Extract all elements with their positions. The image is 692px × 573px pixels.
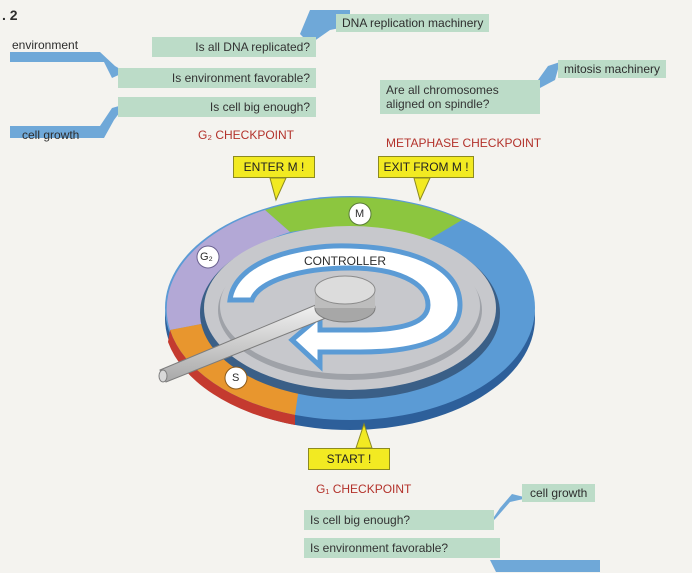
phase-g2-label: G₂ [200, 251, 213, 263]
phase-g2-marker [196, 245, 220, 269]
dna-machinery-label: DNA replication machinery [336, 14, 490, 32]
question-cell-big-enough-bottom: Is cell big enough? [304, 510, 494, 530]
start-box: START ! [308, 448, 390, 470]
phase-s-marker [224, 366, 248, 390]
question-dna-replicated: Is all DNA replicated? [152, 37, 316, 57]
phase-m-label: M [355, 208, 365, 220]
question-cell-big-enough-top: Is cell big enough? [118, 97, 316, 117]
controller-arrow [227, 243, 463, 372]
question-chromosomes-line1: Are all chromosomes [386, 83, 499, 97]
mitosis-machinery-label: mitosis machinery [558, 60, 667, 78]
environment-arrow-bottom [490, 560, 600, 572]
cell-growth-label-top: cell growth [22, 128, 80, 142]
cell-growth-arrow-top [10, 104, 126, 138]
controller-hub [158, 275, 376, 383]
question-chromosomes-line2: aligned on spindle? [386, 97, 490, 111]
figure-number: . 2 [2, 7, 18, 23]
question-environment-favorable-top: Is environment favorable? [118, 68, 316, 88]
phase-m-marker [348, 202, 372, 226]
exit-m-pointer [413, 177, 431, 202]
g1-checkpoint-label: G₁ CHECKPOINT [316, 482, 412, 496]
phase-s-label: S [232, 372, 240, 384]
cell-growth-label-bottom: cell growth [522, 484, 596, 502]
exit-m-box: EXIT FROM M ! [378, 156, 474, 178]
controller-label: CONTROLLER [304, 254, 387, 268]
question-chromosomes-aligned: Are all chromosomes aligned on spindle? [380, 80, 540, 114]
question-environment-favorable-bottom: Is environment favorable? [304, 538, 500, 558]
enter-m-box: ENTER M ! [233, 156, 315, 178]
g2-checkpoint-label: G₂ CHECKPOINT [198, 128, 294, 142]
metaphase-checkpoint-label: METAPHASE CHECKPOINT [386, 136, 542, 150]
environment-label: environment [12, 38, 79, 52]
enter-m-pointer [269, 177, 287, 202]
environment-arrow [10, 52, 125, 78]
